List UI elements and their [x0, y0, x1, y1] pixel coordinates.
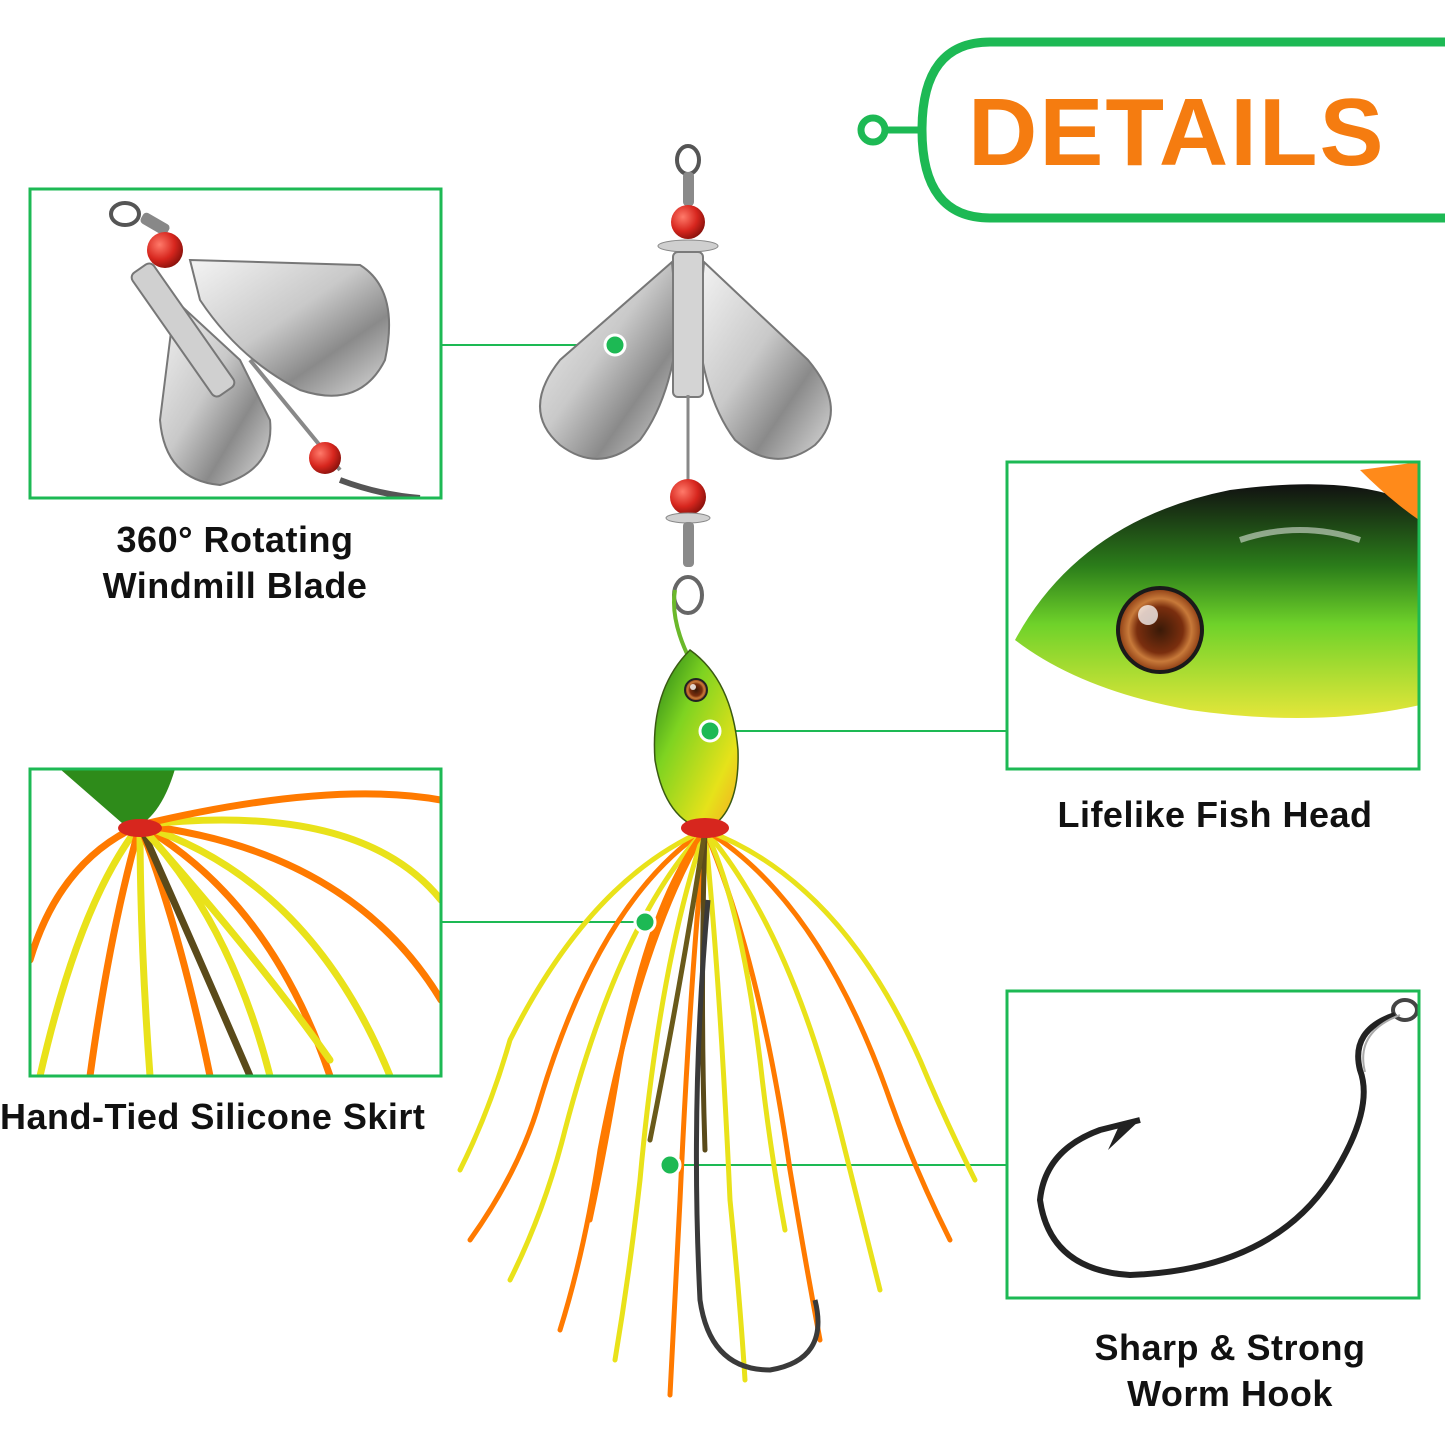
- caption-blade-line-1: 360° Rotating: [116, 519, 354, 560]
- zoom-panel-hook: [1005, 989, 1421, 1300]
- callout-dots: [603, 333, 722, 1177]
- main-lure: [457, 144, 978, 1398]
- zoom-panel-head: [1005, 460, 1421, 771]
- zoom-panel-skirt: [28, 767, 443, 1078]
- skirt-strands: [457, 827, 978, 1398]
- caption-head-line-1: Lifelike Fish Head: [1057, 794, 1373, 835]
- caption-head: Lifelike Fish Head: [1010, 792, 1420, 838]
- details-title: DETAILS: [968, 79, 1386, 186]
- caption-hook-line-1: Sharp & Strong: [1094, 1327, 1366, 1368]
- caption-blade-line-2: Windmill Blade: [102, 565, 368, 606]
- details-tag: [857, 37, 1445, 223]
- caption-skirt-line-1: Hand-Tied Silicone Skirt: [0, 1096, 426, 1137]
- zoom-panel-blade: [28, 187, 443, 500]
- caption-hook-line-2: Worm Hook: [1127, 1373, 1333, 1414]
- caption-skirt: Hand-Tied Silicone Skirt: [0, 1094, 470, 1140]
- caption-hook: Sharp & Strong Worm Hook: [1030, 1325, 1430, 1417]
- caption-blade: 360° Rotating Windmill Blade: [40, 517, 430, 609]
